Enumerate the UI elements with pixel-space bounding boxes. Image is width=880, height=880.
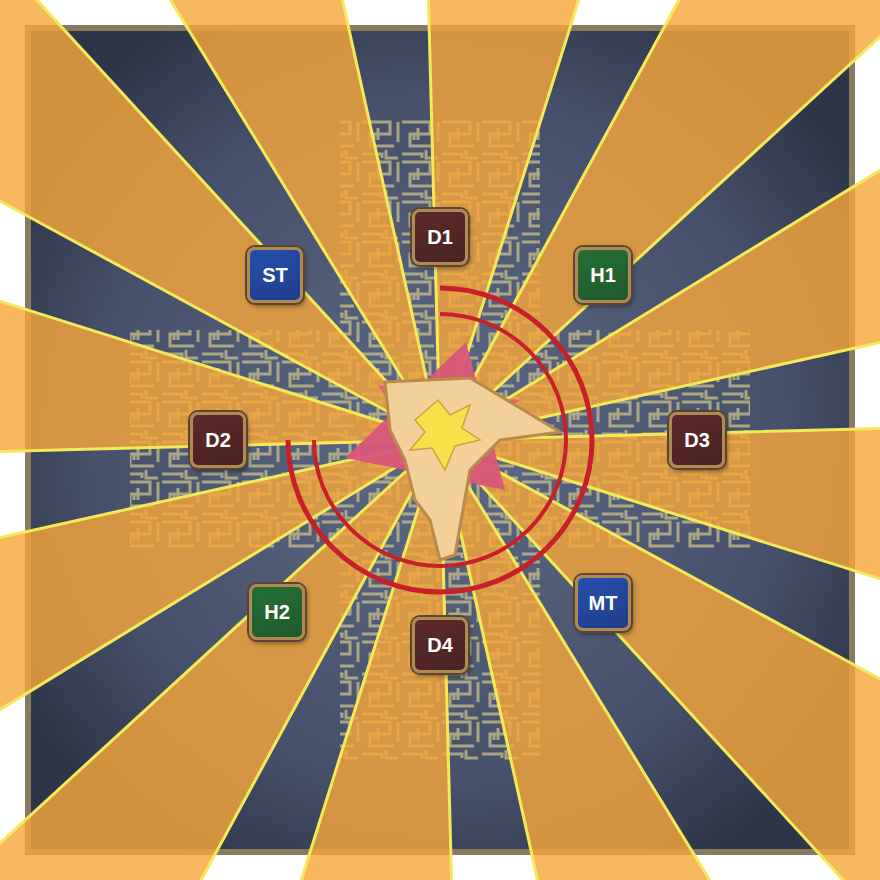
player-marker: ST	[247, 247, 303, 303]
marker-label: H2	[264, 602, 290, 622]
marker-label: D1	[427, 227, 453, 247]
marker-label: ST	[262, 265, 288, 285]
player-marker: D1	[412, 209, 468, 265]
marker-label: H1	[590, 265, 616, 285]
marker-label: D2	[205, 430, 231, 450]
player-marker: H2	[249, 584, 305, 640]
player-marker: D4	[412, 617, 468, 673]
boss-core	[410, 400, 480, 470]
marker-label: MT	[589, 593, 618, 613]
cone-aoe	[0, 440, 440, 816]
cone-aoe	[440, 440, 816, 880]
player-marker: H1	[575, 247, 631, 303]
red-arc	[288, 288, 592, 592]
cone-aoe	[64, 0, 440, 440]
marker-label: D4	[427, 635, 453, 655]
marker-label: D3	[684, 430, 710, 450]
player-marker: MT	[575, 575, 631, 631]
boss-icon	[385, 378, 560, 560]
player-marker: D2	[190, 412, 246, 468]
red-arc	[314, 314, 566, 566]
cone-aoe	[440, 64, 880, 440]
player-marker: D3	[669, 412, 725, 468]
